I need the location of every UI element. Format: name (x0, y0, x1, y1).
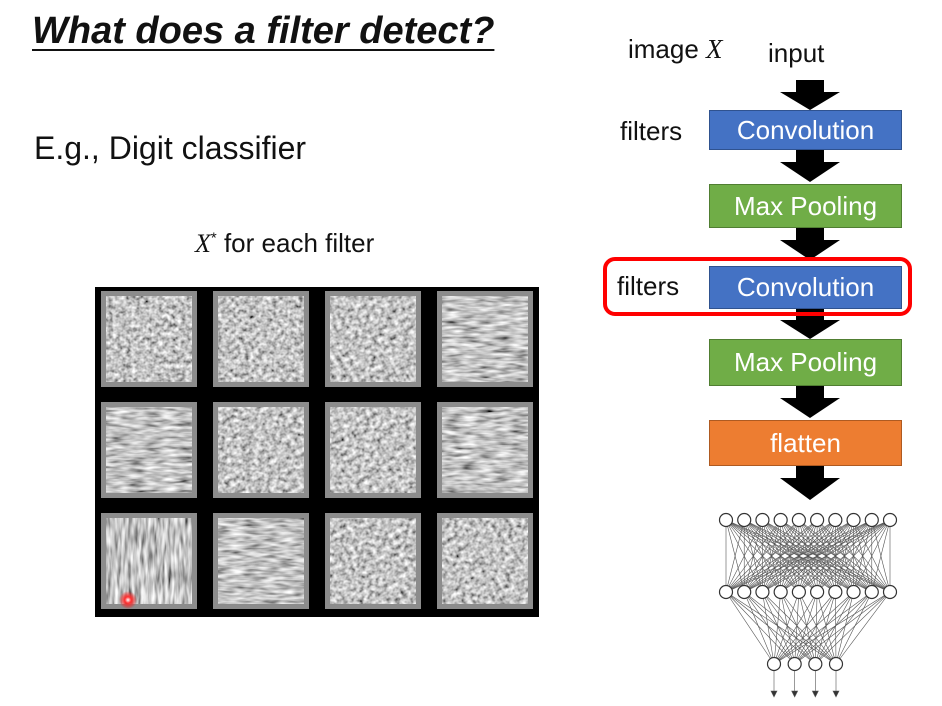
convolution-block-1: Convolution (709, 110, 902, 150)
filter-cell-2-3 (437, 513, 533, 609)
convolution-block-2: Convolution (709, 266, 902, 309)
filter-cell-0-2 (325, 291, 421, 387)
arrow-pool1-to-conv2 (780, 228, 840, 260)
filter-cell-2-1 (213, 513, 309, 609)
net-node-1-1 (737, 584, 752, 600)
arrow-conv2-to-pool2 (780, 309, 840, 339)
net-node-1-9 (882, 584, 898, 600)
caption-superscript: * (210, 229, 217, 247)
net-node-0-3 (773, 512, 788, 528)
net-node-0-9 (882, 512, 898, 528)
net-node-1-0 (718, 584, 734, 600)
filter-cell-1-0 (101, 402, 197, 498)
filter-cell-0-0 (101, 291, 197, 387)
net-node-1-5 (810, 584, 825, 600)
net-node-0-2 (755, 512, 770, 528)
net-node-2-0 (766, 656, 782, 672)
filter-cell-1-3 (437, 402, 533, 498)
input-label: input (768, 38, 825, 68)
arrow-conv1-to-pool1 (780, 150, 840, 182)
arrow-input-to-conv1 (780, 80, 840, 110)
grid-caption: X* for each filter (195, 228, 374, 259)
filters-label-1: filters (620, 116, 683, 146)
net-node-1-7 (846, 584, 861, 600)
net-node-1-3 (773, 584, 788, 600)
filter-visualization-grid (95, 287, 539, 617)
net-node-2-2 (808, 656, 823, 672)
filter-cell-0-3 (437, 291, 533, 387)
image-symbol: X (706, 34, 723, 64)
filters-label-2: filters (617, 271, 680, 301)
net-node-2-1 (787, 656, 802, 672)
max-pooling-block-1: Max Pooling (709, 184, 902, 228)
slide-title: What does a filter detect? (32, 10, 495, 52)
net-node-0-1 (737, 512, 752, 528)
net-node-0-7 (846, 512, 861, 528)
example-text: E.g., Digit classifier (34, 130, 307, 166)
net-node-0-5 (810, 512, 825, 528)
arrow-flatten-to-network (780, 466, 840, 500)
net-node-1-8 (864, 584, 879, 600)
filter-cell-2-0 (101, 513, 197, 609)
net-node-1-6 (828, 584, 843, 600)
net-node-0-0 (718, 512, 734, 528)
flatten-block: flatten (709, 420, 902, 466)
filter-cell-0-1 (213, 291, 309, 387)
caption-symbol: X (195, 229, 211, 258)
image-label-text: image (628, 34, 707, 64)
red-dot-marker (119, 591, 137, 609)
filter-cell-2-2 (325, 513, 421, 609)
net-node-1-4 (791, 584, 806, 600)
net-node-0-6 (828, 512, 843, 528)
filter-cell-1-1 (213, 402, 309, 498)
arrow-pool2-to-flatten (780, 386, 840, 418)
net-node-0-8 (864, 512, 879, 528)
net-node-1-2 (755, 584, 770, 600)
net-node-2-3 (828, 656, 844, 672)
net-node-0-4 (791, 512, 806, 528)
caption-text: for each filter (216, 228, 375, 258)
filter-cell-1-2 (325, 402, 421, 498)
max-pooling-block-2: Max Pooling (709, 339, 902, 386)
image-label: image X (628, 34, 723, 65)
highlight-box (603, 257, 912, 316)
